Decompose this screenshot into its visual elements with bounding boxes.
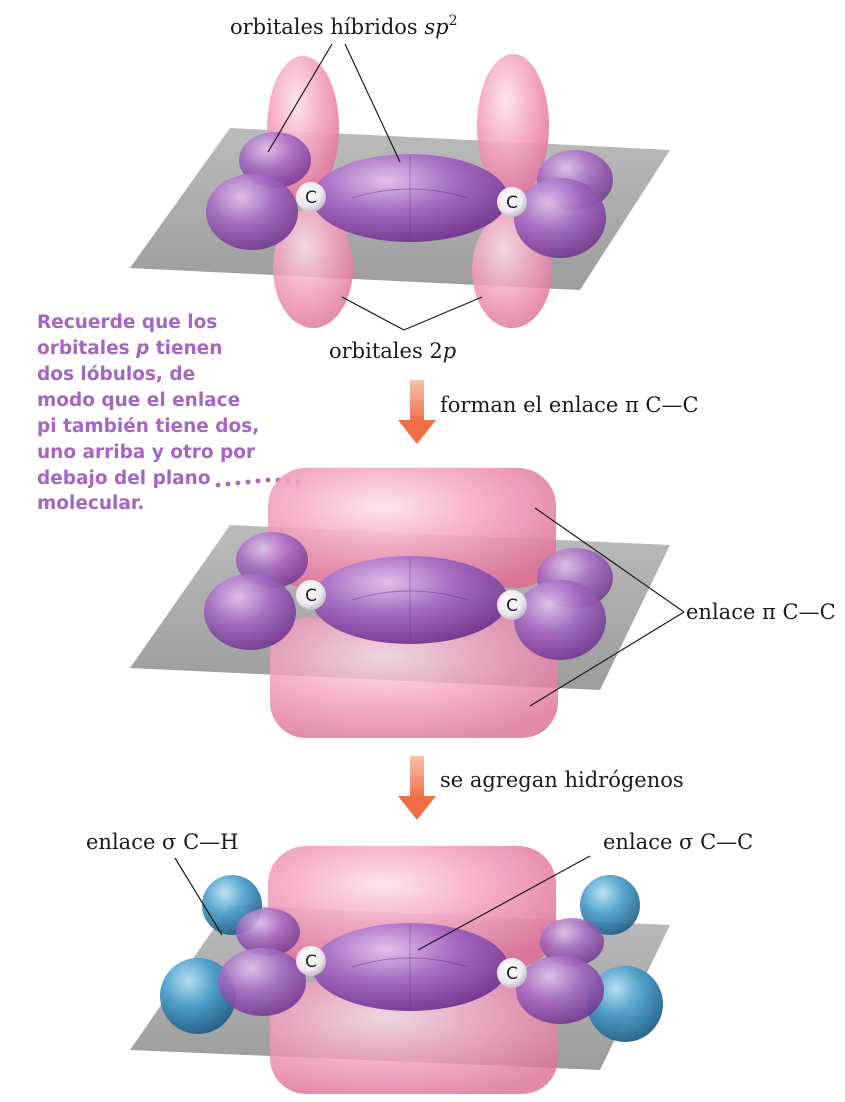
sp2-lobe xyxy=(206,174,298,250)
side-note: Recuerde que los orbitales p tienen dos … xyxy=(37,312,300,514)
carbon-label: C xyxy=(506,596,518,616)
label-sigma-cc: enlace σ C—C xyxy=(603,830,753,854)
sp2-lobe xyxy=(514,178,606,258)
sp2-lobe xyxy=(514,580,606,660)
carbon-label: C xyxy=(506,964,518,984)
arrow-label-hydrogens: se agregan hidrógenos xyxy=(440,768,684,792)
arrow-add-hydrogens: se agregan hidrógenos xyxy=(398,756,684,820)
note-line: molecular. xyxy=(37,493,144,514)
label-pi-bond: enlace π C—C xyxy=(686,600,836,624)
note-line: modo que el enlace xyxy=(37,390,240,411)
panel-sp2-hybrids: C C orbitales híbridos sp2 orbitales 2p xyxy=(130,13,670,363)
note-line: orbitales p tienen xyxy=(37,338,222,359)
leader-line xyxy=(404,297,482,330)
carbon-label: C xyxy=(305,586,317,606)
carbon-label: C xyxy=(305,188,317,208)
sp2-lobe xyxy=(204,574,296,650)
note-line: pi también tiene dos, xyxy=(37,416,259,437)
arrow-label-pi: forman el enlace π C—C xyxy=(440,393,699,417)
label-sp2-hybrids: orbitales híbridos sp2 xyxy=(230,13,458,39)
label-sigma-ch: enlace σ C—H xyxy=(86,830,238,854)
arrow-forms-pi-bond: forman el enlace π C—C xyxy=(398,380,699,444)
sp2-lobe xyxy=(516,956,604,1024)
label-2p-orbitals: orbitales 2p xyxy=(329,339,456,363)
panel-ethylene: C C enlace σ C—H enlace σ C—C xyxy=(86,830,753,1094)
panel-pi-bond: C C enlace π C—C xyxy=(130,468,836,738)
note-line: Recuerde que los xyxy=(37,312,217,333)
carbon-label: C xyxy=(506,193,518,213)
note-line: dos lóbulos, de xyxy=(37,364,195,385)
note-line: uno arriba y otro por xyxy=(37,442,256,463)
sp2-lobe xyxy=(218,948,306,1016)
carbon-label: C xyxy=(305,952,317,972)
note-line: debajo del plano xyxy=(37,468,211,489)
leader-line xyxy=(342,297,404,330)
